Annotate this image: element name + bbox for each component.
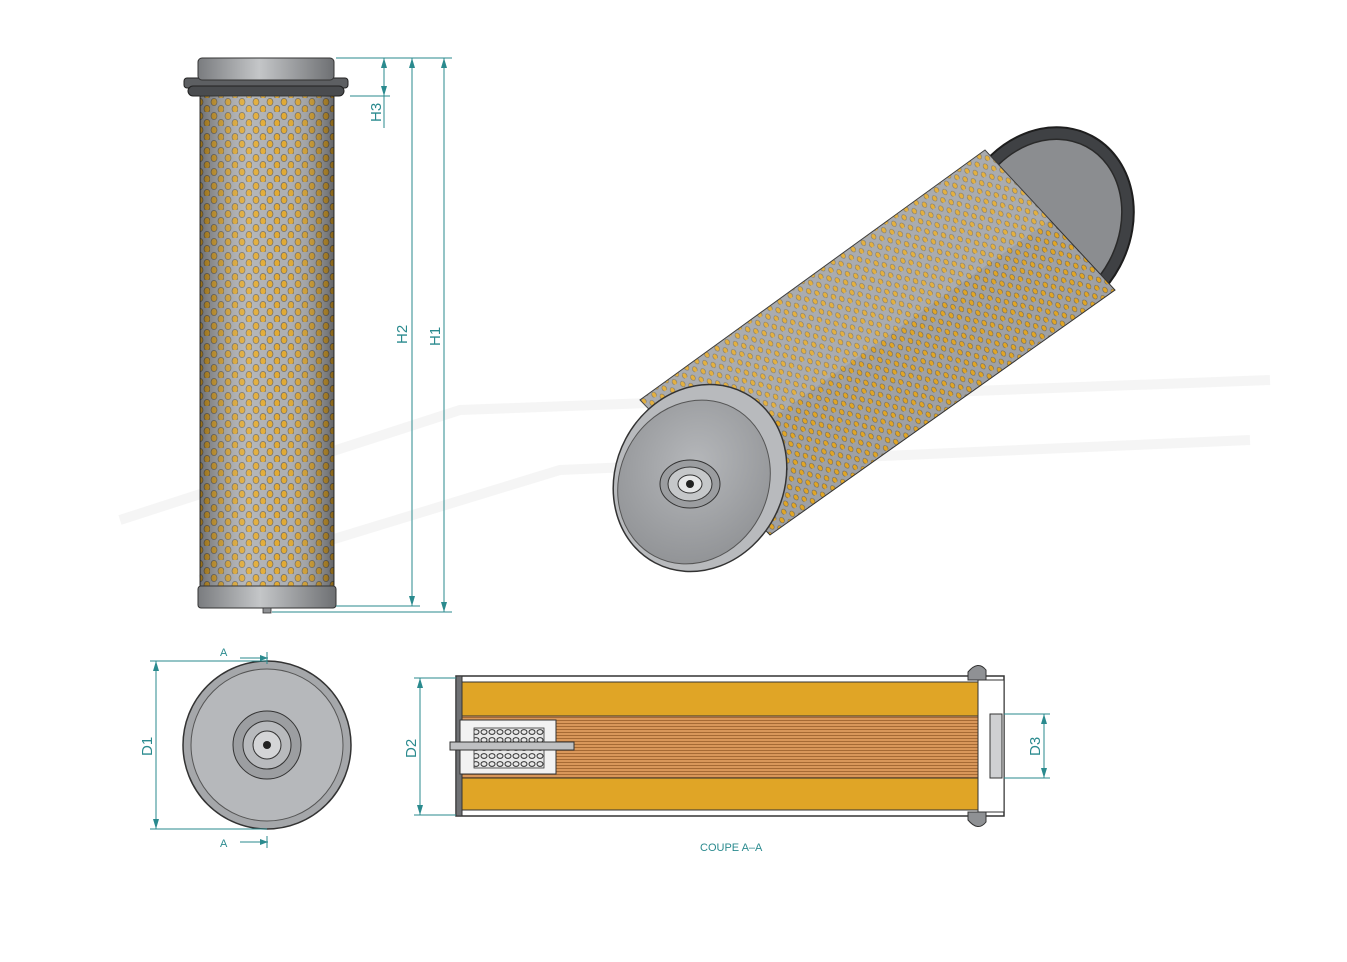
valve-stem [449,741,575,751]
top-gasket [187,85,345,97]
h2-dimension: H2 [336,57,420,607]
bottom-nipple [262,607,272,614]
media-bottom [457,777,979,811]
d3-label: D3 [1027,737,1044,756]
bottom-cap [197,585,337,609]
flange-stub-bottom [967,811,987,827]
end-view-hole [263,741,271,749]
body-shading [200,96,334,590]
section-marker-top: A [220,647,228,659]
end-view [182,660,352,830]
section-markers: A A [220,647,268,850]
section-marker-bottom: A [220,838,228,850]
section-view: COUPE A–A [449,665,1005,854]
d1-label: D1 [139,737,156,756]
section-end-right-inner [989,713,1003,779]
d2-dimension: D2 [403,677,456,816]
h2-label: H2 [394,325,411,344]
flange-stub-top [967,665,987,681]
section-caption: COUPE A–A [700,842,763,854]
h3-label: H3 [368,103,385,122]
isometric-view [612,126,1135,573]
top-cap [197,57,335,81]
front-view [183,57,349,614]
media-top [457,681,979,717]
iso-body-shade [640,150,1050,470]
iso-hub-hole [686,480,694,488]
h1-dimension: H1 [272,57,452,613]
d2-label: D2 [403,739,420,758]
h3-dimension: H3 [350,57,390,128]
d1-dimension: D1 [139,660,267,830]
d3-dimension: D3 [1004,713,1050,779]
h1-label: H1 [427,327,444,346]
